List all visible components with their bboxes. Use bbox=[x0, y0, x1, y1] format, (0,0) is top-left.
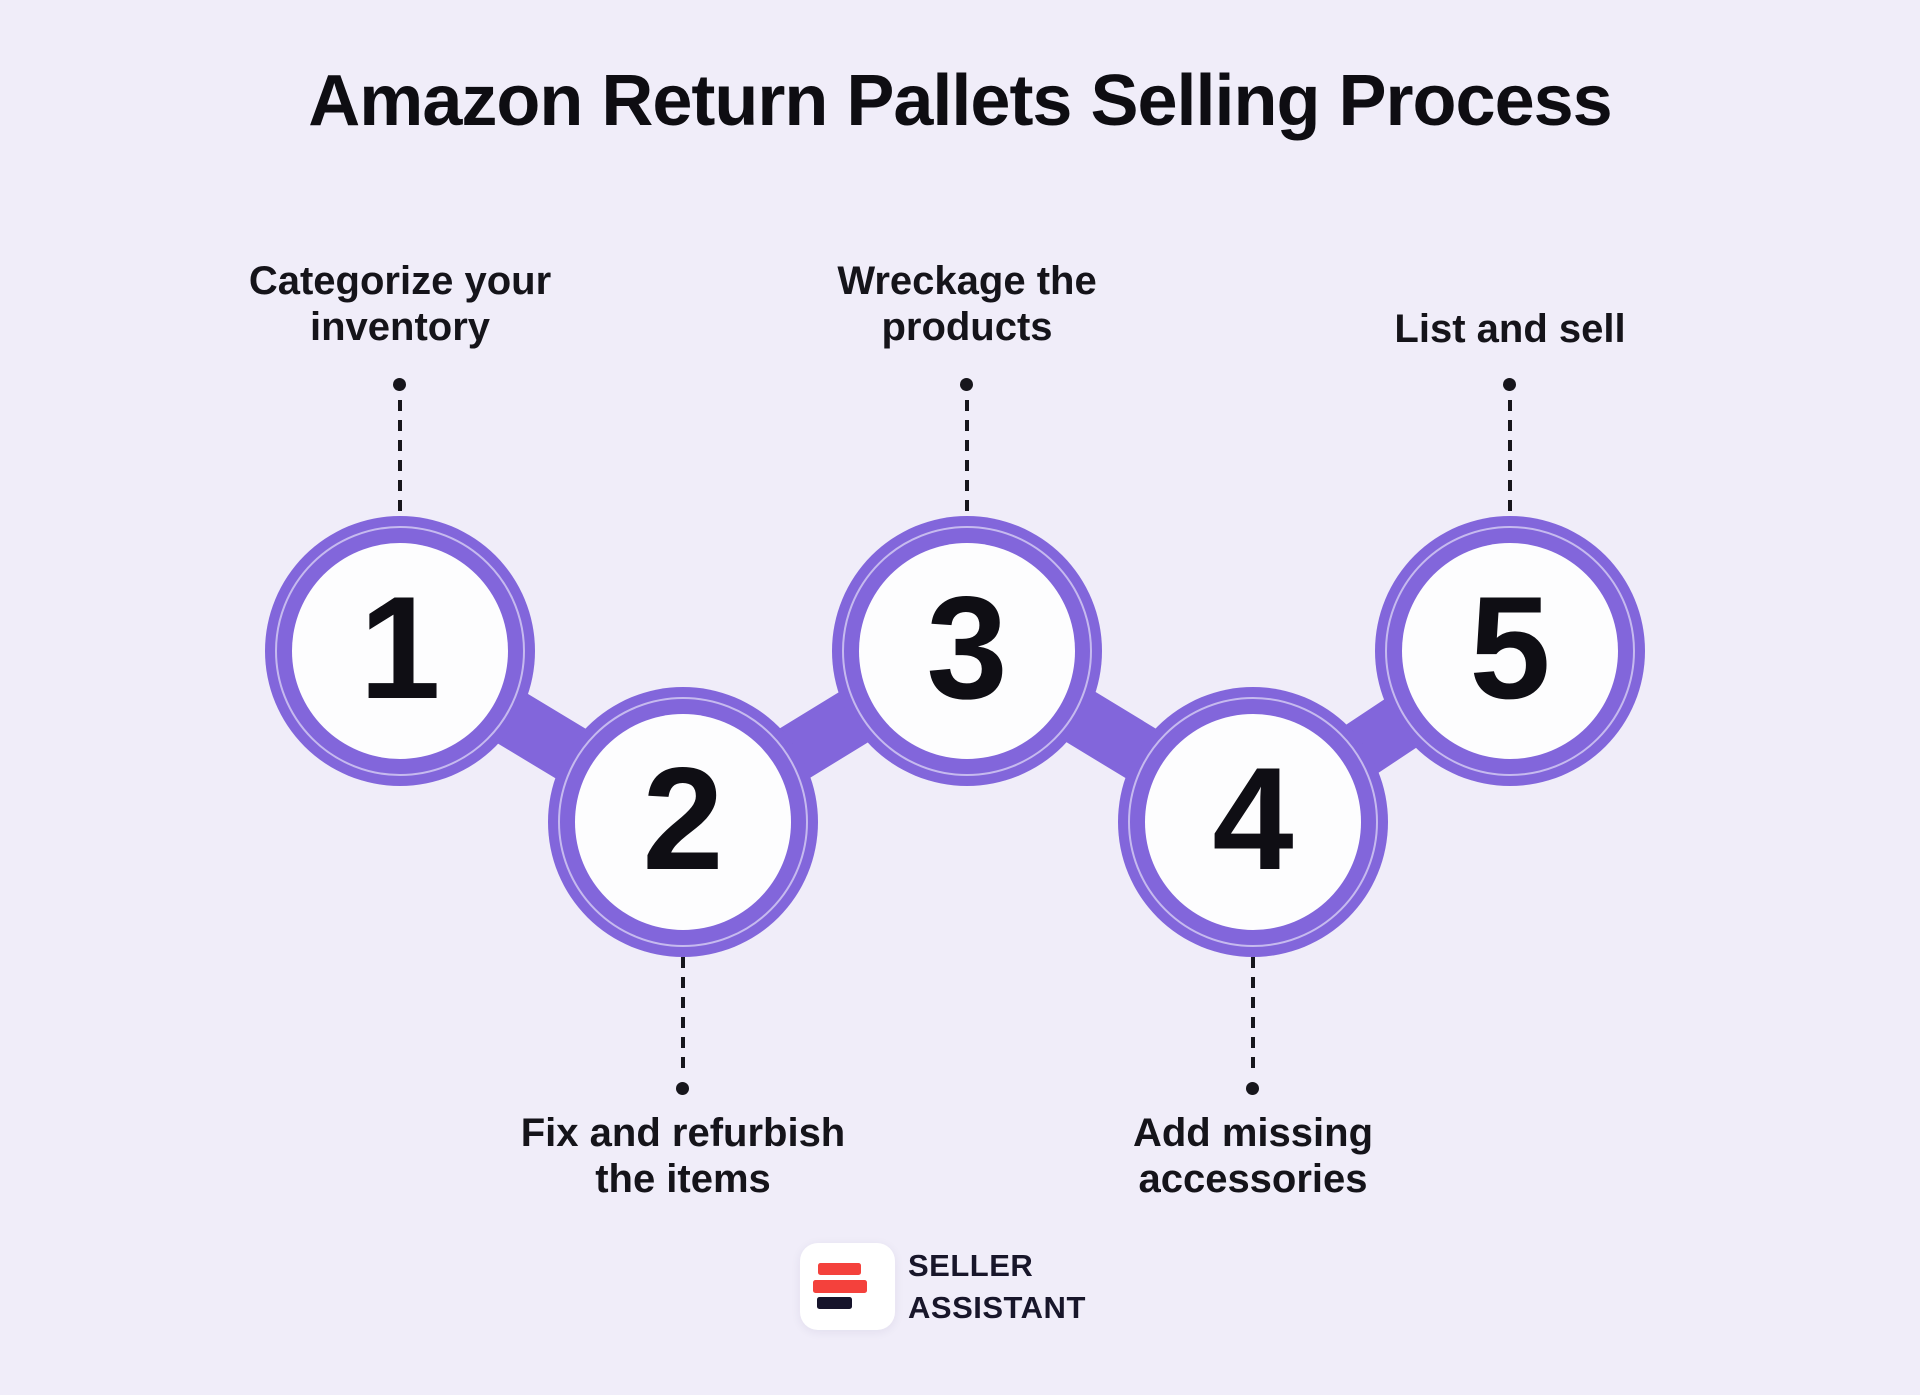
logo-mark-icon bbox=[800, 1243, 895, 1330]
brand-logo: SELLER ASSISTANT bbox=[800, 1243, 1086, 1330]
circle-hairline bbox=[1128, 697, 1378, 947]
step-label-3: Wreckage the products bbox=[837, 259, 1097, 349]
step-label-1: Categorize your inventory bbox=[248, 259, 552, 349]
step-label-2: Fix and refurbish the items bbox=[520, 1111, 846, 1201]
leader-line-1 bbox=[398, 400, 402, 516]
logo-bar-bottom bbox=[817, 1297, 852, 1309]
leader-line-5 bbox=[1508, 400, 1512, 516]
brand-name: SELLER ASSISTANT bbox=[908, 1248, 1086, 1325]
leader-dot-1 bbox=[393, 378, 406, 391]
step-circle-3: 3 bbox=[832, 516, 1102, 786]
page-title: Amazon Return Pallets Selling Process bbox=[308, 61, 1612, 141]
circle-face: 5 bbox=[1402, 543, 1618, 759]
circle-face: 1 bbox=[292, 543, 508, 759]
leader-line-2 bbox=[681, 957, 685, 1075]
leader-dot-3 bbox=[960, 378, 973, 391]
step-number-5: 5 bbox=[1469, 566, 1551, 729]
leader-dot-5 bbox=[1503, 378, 1516, 391]
circle-face: 2 bbox=[575, 714, 791, 930]
leader-line-3 bbox=[965, 400, 969, 516]
step-number-4: 4 bbox=[1212, 737, 1294, 900]
circle-hairline bbox=[558, 697, 808, 947]
step-circle-5: 5 bbox=[1375, 516, 1645, 786]
step-number-2: 2 bbox=[642, 737, 724, 900]
circle-face: 3 bbox=[859, 543, 1075, 759]
step-circle-4: 4 bbox=[1118, 687, 1388, 957]
circle-face: 4 bbox=[1145, 714, 1361, 930]
leader-dot-4 bbox=[1246, 1082, 1259, 1095]
step-circle-2: 2 bbox=[548, 687, 818, 957]
leader-dot-2 bbox=[676, 1082, 689, 1095]
step-label-4: Add missing accessories bbox=[1132, 1111, 1374, 1201]
circle-hairline bbox=[842, 526, 1092, 776]
circle-hairline bbox=[275, 526, 525, 776]
step-number-3: 3 bbox=[926, 566, 1008, 729]
step-label-5: List and sell bbox=[1394, 307, 1626, 351]
circle-hairline bbox=[1385, 526, 1635, 776]
logo-bar-middle bbox=[813, 1280, 867, 1293]
step-number-1: 1 bbox=[359, 566, 441, 729]
leader-line-4 bbox=[1251, 957, 1255, 1075]
step-circle-1: 1 bbox=[265, 516, 535, 786]
logo-bar-top bbox=[818, 1263, 861, 1275]
